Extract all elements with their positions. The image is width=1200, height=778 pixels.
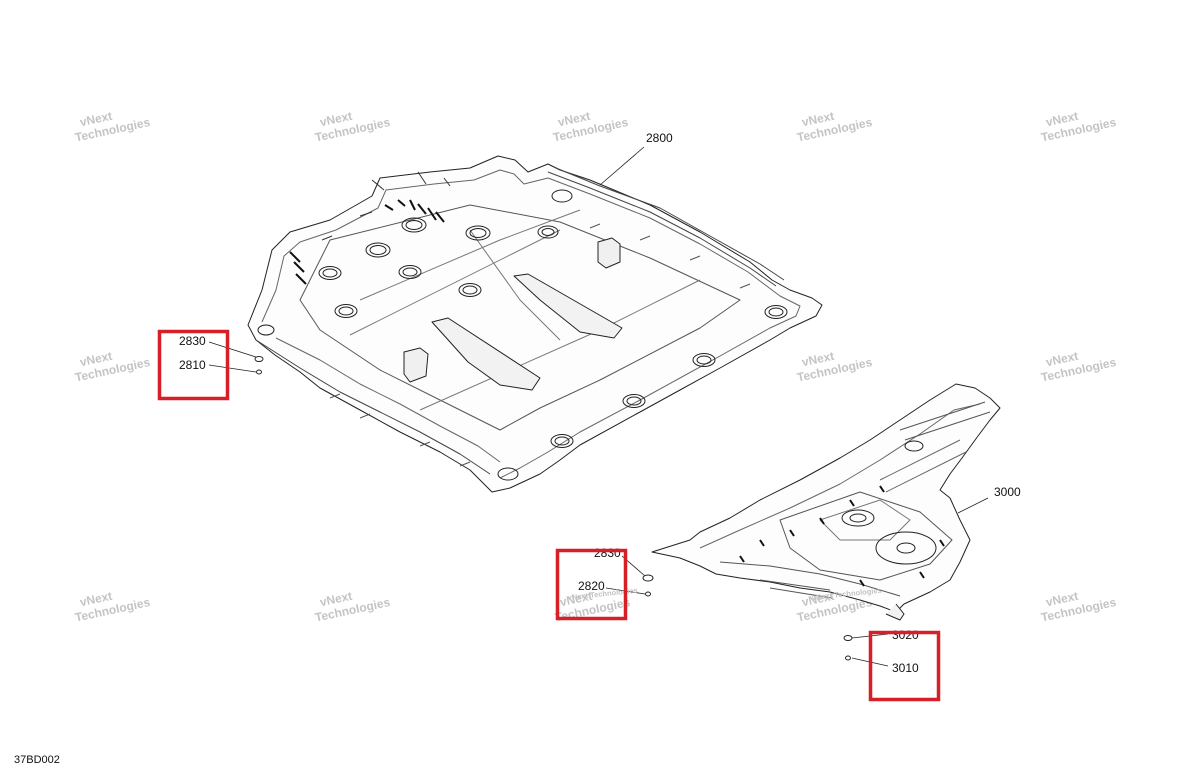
watermark: vNext Technologies: [74, 589, 152, 625]
callouts: 2800 3000 2830 2810 2830 2820 3020 3010: [179, 131, 1021, 675]
svg-text:vNext: vNext: [319, 589, 354, 609]
svg-text:vNext: vNext: [1045, 109, 1080, 129]
diagram-reference-code: 37BD002: [14, 754, 60, 766]
callout-2800: 2800: [646, 131, 673, 145]
highlight-box-3020-3010: [868, 630, 941, 702]
svg-text:vNext: vNext: [1045, 589, 1080, 609]
highlight-box-2830-2820: [555, 548, 628, 621]
svg-text:vNext: vNext: [559, 589, 594, 609]
callout-2820: 2820: [578, 579, 605, 593]
watermark: vNext Technologies: [314, 109, 392, 145]
screw-3010: [845, 655, 851, 661]
watermark: vNext Technologies: [74, 349, 152, 385]
screw-2820: [645, 591, 651, 597]
watermark: vNext Technologies: [796, 349, 874, 385]
screw-2810: [256, 369, 262, 375]
fasteners: [254, 356, 853, 661]
watermark: vNext Technologies: [1040, 349, 1118, 385]
svg-text:vNext: vNext: [801, 349, 836, 369]
callout-3020: 3020: [892, 628, 919, 642]
callout-2830-b: 2830: [594, 546, 621, 560]
watermark: vNext Technologies: [552, 109, 630, 145]
watermark: vNext Technologies: [1040, 589, 1118, 625]
svg-text:vNext: vNext: [79, 589, 114, 609]
svg-text:vNext: vNext: [79, 109, 114, 129]
callout-3010: 3010: [892, 661, 919, 675]
skid-plate-upper-drawing: [247, 155, 823, 493]
skid-plate-lower-drawing: [651, 383, 1001, 621]
watermark: vNext Technologies: [796, 109, 874, 145]
svg-text:vNext: vNext: [801, 109, 836, 129]
watermark: vNext Technologies: [74, 109, 152, 145]
highlight-box-2830-2810: [157, 329, 230, 401]
svg-text:vNext: vNext: [557, 109, 592, 129]
svg-text:vNext: vNext: [1045, 349, 1080, 369]
watermark: vNext Technologies: [1040, 109, 1118, 145]
washer-2830-b: [642, 574, 654, 582]
svg-text:vNext: vNext: [79, 349, 114, 369]
leader-lines: [208, 146, 989, 667]
callout-3000: 3000: [994, 485, 1021, 499]
callout-2830: 2830: [179, 334, 206, 348]
callout-2810: 2810: [179, 358, 206, 372]
highlight-boxes: [157, 329, 941, 702]
watermark: vNext Technologies: [314, 589, 392, 625]
washer-2830: [254, 356, 264, 362]
svg-text:vNext: vNext: [319, 109, 354, 129]
washer-3020: [843, 635, 853, 641]
